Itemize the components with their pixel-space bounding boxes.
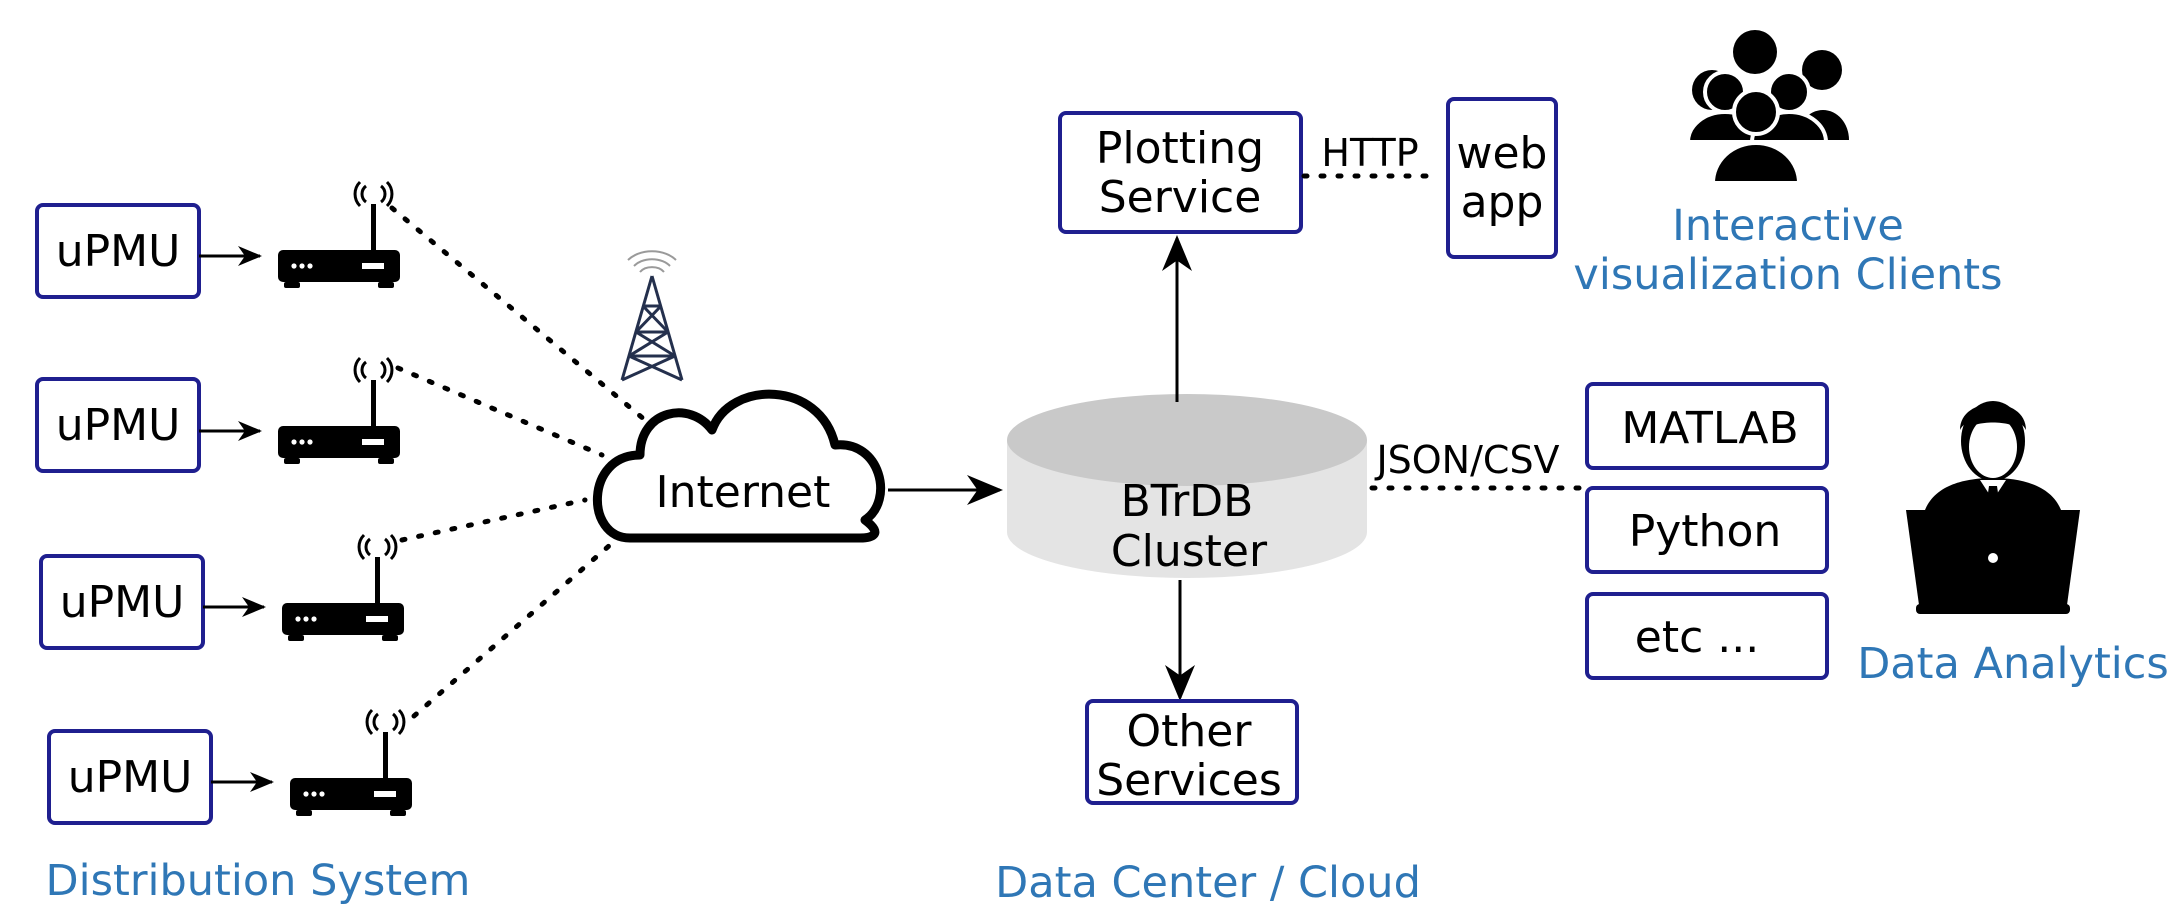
database-cylinder-icon: BTrDB Cluster <box>1007 394 1367 578</box>
plotting-line2: Service <box>1099 172 1262 223</box>
web-app-box: web app <box>1446 97 1558 259</box>
other-line2: Services <box>1096 755 1282 806</box>
wifi-router-icon <box>276 180 402 290</box>
plotting-service-box: Plotting Service <box>1058 111 1303 234</box>
plotting-line1: Plotting <box>1096 123 1264 174</box>
other-services-box: Other Services <box>1085 699 1299 806</box>
webapp-line1: web <box>1457 128 1548 179</box>
upmu-label: uPMU <box>68 752 193 803</box>
upmu-label: uPMU <box>56 400 181 451</box>
user-group-icon <box>1685 30 1849 185</box>
tool-box-matlab: MATLAB <box>1585 382 1829 470</box>
tool-label: etc ... <box>1635 612 1759 663</box>
wireless-links <box>389 205 648 719</box>
db-label-line1: BTrDB <box>1121 476 1254 527</box>
source-1: uPMU <box>35 203 201 299</box>
tool-label: Python <box>1629 506 1782 557</box>
wifi-router-icon <box>288 708 414 818</box>
json-csv-label: JSON/CSV <box>1374 438 1559 482</box>
source-2: uPMU <box>35 377 201 473</box>
tool-label: MATLAB <box>1621 403 1798 454</box>
wifi-router-icon <box>276 356 402 466</box>
tool-box-python: Python <box>1585 486 1829 574</box>
clients-caption-line2: visualization Clients <box>1573 250 2002 300</box>
source-3: uPMU <box>39 554 205 650</box>
upmu-box <box>47 729 213 825</box>
webapp-line2: app <box>1461 177 1544 228</box>
upmu-box <box>35 203 201 299</box>
analytics-caption: Data Analytics <box>1857 639 2169 689</box>
cloud-icon: Internet <box>593 389 886 543</box>
upmu-box <box>35 377 201 473</box>
upmu-label: uPMU <box>56 226 181 277</box>
other-line1: Other <box>1127 706 1253 757</box>
clients-caption-line1: Interactive <box>1672 201 1904 251</box>
http-label: HTTP <box>1321 131 1418 175</box>
upmu-label: uPMU <box>60 577 185 628</box>
person-laptop-icon <box>1906 401 2080 614</box>
tool-box-etc: etc ... <box>1585 592 1829 680</box>
upmu-box <box>39 554 205 650</box>
db-label-line2: Cluster <box>1111 526 1268 577</box>
distribution-caption: Distribution System <box>46 856 471 906</box>
internet-label: Internet <box>656 467 831 518</box>
source-4: uPMU <box>47 729 213 825</box>
datacenter-caption: Data Center / Cloud <box>995 858 1421 908</box>
wifi-router-icon <box>280 533 406 643</box>
cell-tower-icon <box>620 250 684 382</box>
